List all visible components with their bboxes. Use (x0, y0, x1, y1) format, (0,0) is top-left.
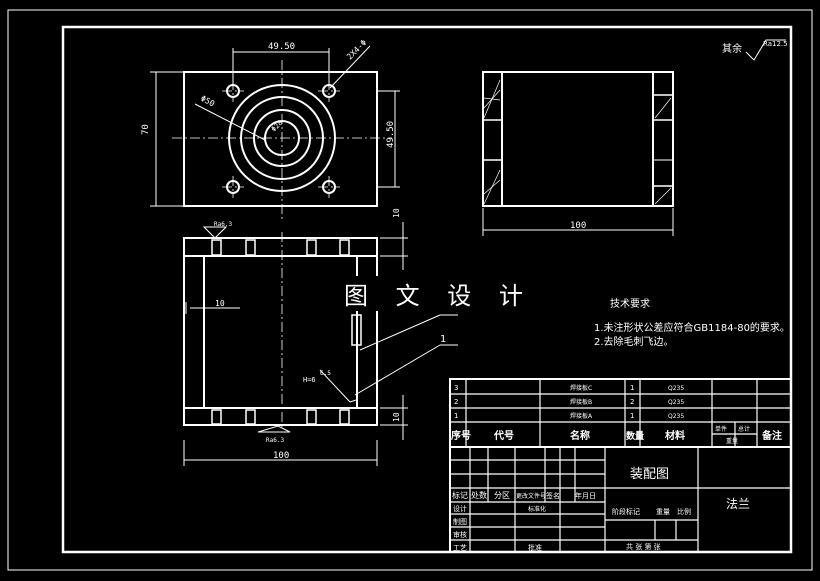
title-block (449, 378, 792, 553)
role-design: 设计 (453, 504, 467, 513)
roughness-symbol (745, 39, 786, 61)
leader-2: 1 (440, 334, 446, 345)
dim-hole-label: 2X4-Φ (345, 38, 369, 62)
role-std: 标准化 (528, 505, 546, 513)
dim-side-width: 100 (570, 221, 586, 231)
stage-label: 阶段标记 (612, 507, 640, 516)
assembly-title: 装配图 (630, 467, 669, 482)
top-view (150, 45, 400, 220)
rev-sign: 签名 (546, 491, 560, 500)
bom-no: 1 (454, 412, 458, 420)
bom-name: 焊接板A (570, 412, 593, 420)
role-draw: 制图 (453, 517, 467, 526)
bom-no: 2 (454, 398, 458, 406)
rev-doc: 更改文件号 (516, 492, 546, 500)
dim-front-width: 100 (273, 451, 289, 461)
roughness-value: Ra12.5 (763, 40, 788, 48)
bom-qty: 1 (630, 384, 634, 392)
weld-k: 6.5 (320, 370, 331, 377)
front-view (183, 222, 458, 466)
role-process: 工艺 (453, 544, 467, 552)
dim-top-width: 49.50 (268, 42, 295, 52)
dim-flange: 10 (215, 299, 225, 308)
tech-line-1: 1.未注形状公差应符合GB1184-80的要求。 (594, 323, 790, 334)
side-view (482, 71, 674, 236)
role-approve: 批准 (528, 543, 542, 552)
bom-name: 焊接板B (570, 398, 592, 406)
hdr-name: 名称 (570, 429, 590, 442)
bom-mat: Q235 (668, 399, 684, 406)
rev-count: 处数 (471, 490, 487, 500)
bom-mat: Q235 (668, 413, 684, 420)
role-check: 审核 (453, 530, 467, 539)
sheet-count: 共 张 第 张 (626, 542, 661, 551)
hdr-code: 代号 (493, 429, 514, 442)
hdr-qty: 数量 (626, 430, 644, 442)
dim-side-height: 49.50 (386, 121, 396, 148)
rough-bottom: Ra6.3 (266, 437, 284, 444)
rev-mark: 标记 (452, 490, 468, 500)
bom-no: 3 (454, 384, 458, 392)
weld-h: H=6 (303, 376, 316, 384)
bom-name: 焊接板C (570, 384, 592, 392)
tech-title: 技术要求 (610, 299, 650, 310)
hdr-unit-w: 单件 (715, 425, 727, 433)
bom-mat: Q235 (668, 385, 684, 392)
outer-border (7, 9, 813, 571)
rough-top: Ra6.3 (214, 221, 232, 228)
roughness-note: 其余 (722, 42, 742, 55)
dim-wall-a: 10 (392, 208, 401, 218)
hdr-weight: 重量 (726, 437, 738, 445)
hdr-note: 备注 (761, 429, 782, 442)
watermark: 图 文 设 计 (340, 276, 537, 311)
tech-line-2: 2.去除毛刺飞边。 (594, 337, 674, 348)
bom-qty: 1 (630, 412, 634, 420)
hdr-mat: 材料 (665, 429, 685, 442)
inner-border (61, 25, 793, 554)
rev-zone: 分区 (494, 491, 510, 500)
tech-requirements: 技术要求 1.未注形状公差应符合GB1184-80的要求。 2.去除毛刺飞边。 (580, 298, 790, 350)
dim-wall-b: 10 (392, 412, 401, 422)
bom-qty: 2 (630, 398, 634, 406)
hdr-no: 序号 (451, 429, 471, 442)
dim-hole-dia: Φ50 (199, 94, 216, 109)
hdr-total-w: 总计 (738, 425, 750, 433)
rev-date: 年月日 (575, 491, 596, 500)
dim-total-height: 70 (141, 124, 151, 135)
weight-label: 重量 (656, 508, 670, 516)
scale-label: 比例 (677, 507, 691, 516)
part-name: 法兰 (726, 497, 750, 511)
